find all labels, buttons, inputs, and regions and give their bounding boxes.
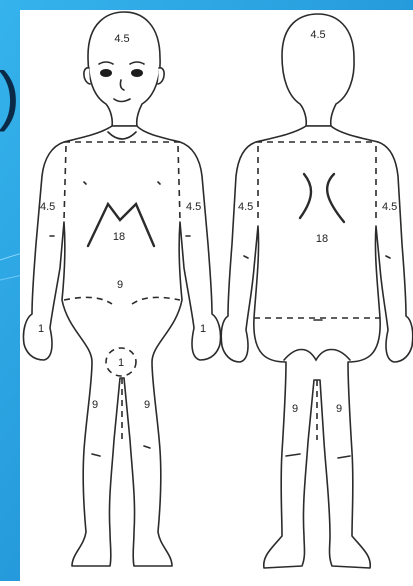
back-right-arm-label: 4.5 [382,201,397,213]
front-left-hand-label: 1 [38,323,44,335]
front-head-label: 4.5 [114,33,129,45]
front-ear-left [84,68,90,84]
front-ear-right [158,68,164,84]
front-left-arm-label: 4.5 [40,201,55,213]
back-right-leg-label: 9 [336,403,342,415]
slide-partial-character: ) [0,62,20,128]
rule-of-nines-figure: 4.5 4.5 4.5 18 9 1 1 1 9 9 [20,10,413,581]
front-right-hand-label: 1 [200,323,206,335]
back-left-arm-label: 4.5 [238,201,253,213]
back-trunk-label: 18 [316,233,328,245]
front-body-outline [23,126,220,566]
front-trunk-label: 18 [113,231,125,243]
front-left-leg-label: 9 [92,399,98,411]
front-eye-left [100,69,112,77]
back-left-leg-label: 9 [292,403,298,415]
front-genitals-label: 1 [118,357,124,369]
front-view: 4.5 4.5 4.5 18 9 1 1 1 9 9 [23,12,220,566]
back-view: 4.5 4.5 4.5 18 9 9 [221,14,413,568]
body-diagram: 4.5 4.5 4.5 18 9 1 1 1 9 9 [20,10,413,581]
back-body-outline [221,126,413,568]
front-eye-right [131,69,143,77]
back-head-label: 4.5 [310,29,325,41]
front-head-outline [88,12,160,126]
front-abdomen-label: 9 [117,279,123,291]
front-right-arm-label: 4.5 [186,201,201,213]
front-right-leg-label: 9 [144,399,150,411]
